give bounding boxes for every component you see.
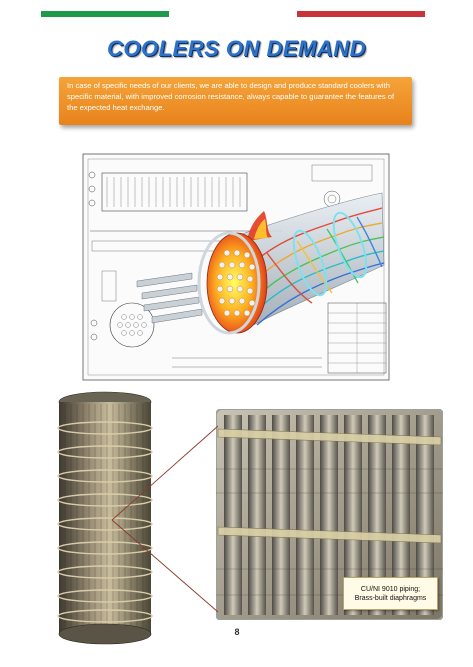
technical-drawing-figure	[82, 153, 390, 381]
tube-bundle-detail-photo	[216, 409, 443, 620]
page-title: COOLERS ON DEMAND	[106, 36, 367, 61]
header-stripe-green	[41, 11, 169, 17]
intro-text-box: In case of specific needs of our clients…	[59, 77, 412, 125]
header-stripe-red	[297, 11, 425, 17]
tube-bundle-photo	[57, 391, 153, 645]
page-number: 8	[234, 627, 240, 637]
intro-text: In case of specific needs of our clients…	[67, 81, 395, 112]
caption-line-1: CU/NI 9010 piping;	[360, 586, 421, 593]
detail-caption: CU/NI 9010 piping; Brass-built diaphragm…	[343, 577, 438, 610]
caption-line-2: Brass-built diaphragms	[354, 595, 427, 602]
